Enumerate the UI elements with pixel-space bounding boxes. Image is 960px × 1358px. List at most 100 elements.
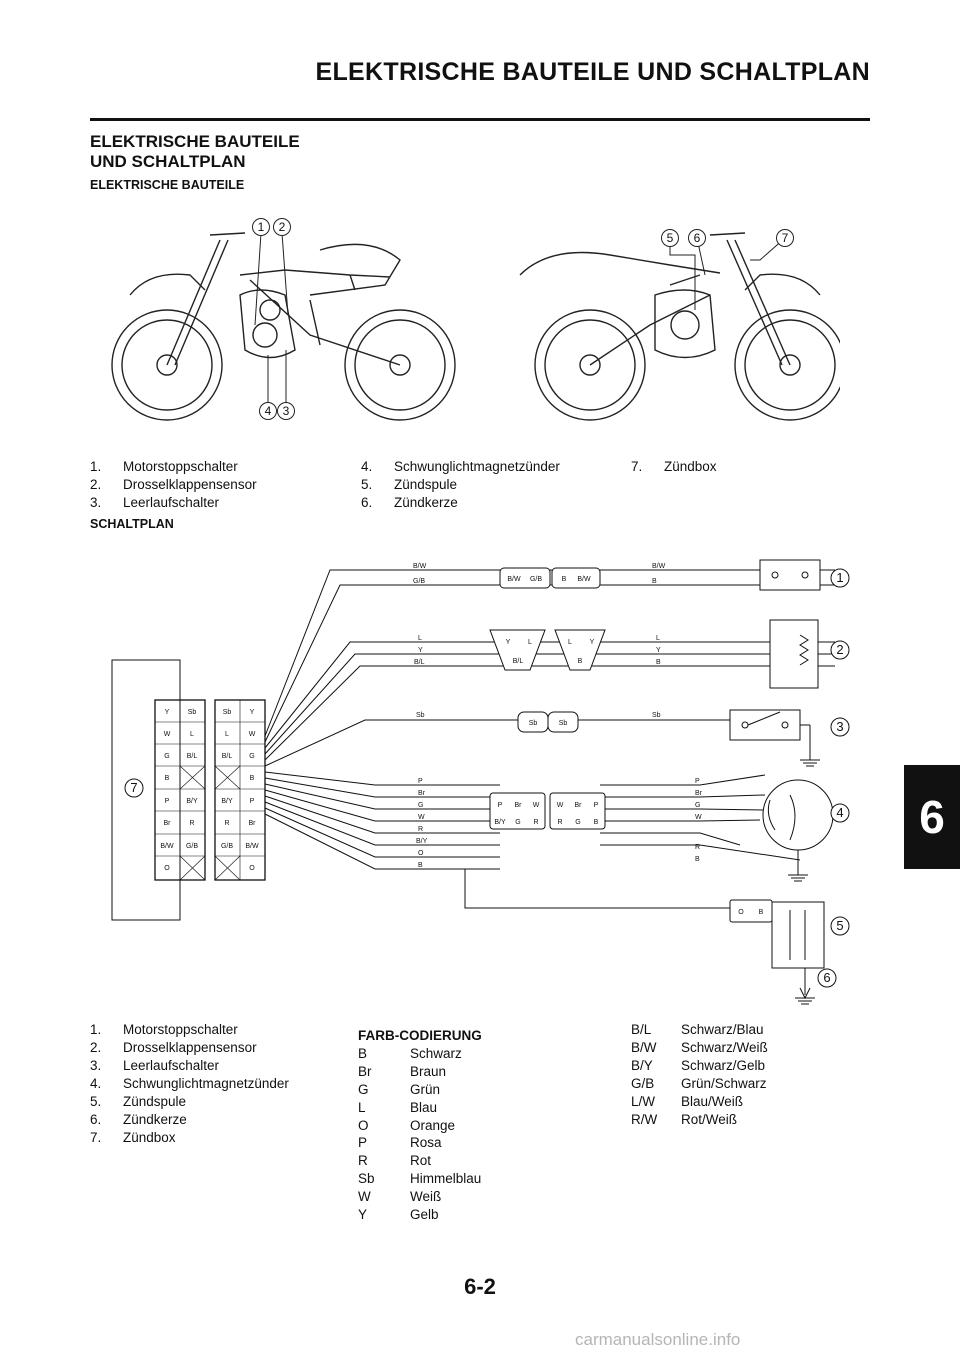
wiring-diagram: 1 2 3 4 5 6 7 B/W G/B B/W B L Y B/L L Y …: [111, 559, 850, 1005]
wire-label: B/W: [652, 563, 666, 570]
cdi-pin: L: [190, 731, 194, 738]
components-list-col-2: 4.Schwunglichtmagnetzünder 5.Zündspule 6…: [361, 458, 560, 512]
diagram-callout-1: 1: [836, 570, 843, 585]
left-motorcycle-drawing: [111, 232, 456, 421]
wire-label: Br: [695, 790, 703, 797]
wire-label: Y: [418, 647, 423, 654]
wire-label: Br: [418, 790, 426, 797]
wire-label: B: [652, 578, 657, 585]
pin-label: Y: [590, 639, 595, 646]
cdi-pin: B/Y: [186, 798, 198, 805]
wire-label: B/L: [414, 659, 425, 666]
cdi-pin: O: [249, 865, 255, 872]
cdi-pin: Br: [164, 820, 172, 827]
bike-callout-4: 4: [265, 404, 272, 418]
pin-label: L: [528, 639, 532, 646]
wire-label: W: [695, 814, 702, 821]
wire-label: P: [695, 778, 700, 785]
motorcycle-illustrations: 1 2 4 3 5 6 7: [111, 218, 840, 421]
list-item: 7.Zündbox: [90, 1130, 176, 1145]
cdi-pin: B/W: [160, 843, 174, 850]
pin-label: B/W: [507, 576, 521, 583]
pin-label: B/W: [577, 576, 591, 583]
wire-label: L: [656, 635, 660, 642]
diagram-callout-3: 3: [836, 719, 843, 734]
cdi-pin: Y: [250, 709, 255, 716]
list-item: 2.Drosselklappensensor: [90, 1040, 257, 1055]
pin-label: W: [557, 802, 564, 809]
pin-label: B: [562, 576, 567, 583]
page-header-title: ELEKTRISCHE BAUTEILE UND SCHALTPLAN: [315, 58, 870, 86]
diagram-callout-2: 2: [836, 642, 843, 657]
cdi-pin: P: [250, 798, 255, 805]
cdi-pin: R: [189, 820, 194, 827]
list-item: 5.Zündspule: [361, 477, 458, 492]
wire-label: B: [695, 856, 700, 863]
list-item: 3.Leerlaufschalter: [90, 495, 220, 510]
cdi-pin: Y: [165, 709, 170, 716]
pin-label: P: [498, 802, 503, 809]
page-number: 6-2: [464, 1274, 496, 1299]
wire-label: Sb: [416, 712, 425, 719]
wire-label: W: [418, 814, 425, 821]
wire-label: B: [656, 659, 661, 666]
diagram-callout-5: 5: [836, 918, 843, 933]
pin-label: B: [578, 658, 583, 665]
cdi-pin: L: [225, 731, 229, 738]
chapter-tab: 6: [904, 765, 960, 869]
cdi-pin: B: [165, 775, 170, 782]
header-rule: [90, 118, 870, 121]
bike-callout-2: 2: [279, 220, 286, 234]
list-item: 4.Schwunglichtmagnetzünder: [90, 1076, 289, 1091]
wire-label: G/B: [413, 578, 425, 585]
list-item: 7.Zündbox: [631, 459, 717, 474]
cdi-pin: Sb: [188, 709, 197, 716]
pin-label: R: [533, 819, 538, 826]
bike-callout-6: 6: [694, 231, 701, 245]
components-list-col-1: 1.Motorstoppschalter 2.Drosselklappensen…: [90, 458, 257, 512]
cdi-pin: B/Y: [221, 798, 233, 805]
list-item: 5.Zündspule: [90, 1094, 187, 1109]
cdi-box-outline: [111, 659, 181, 921]
right-motorcycle-drawing: [519, 232, 840, 421]
wire-label: R: [695, 844, 700, 851]
subtitle-components: ELEKTRISCHE BAUTEILE: [90, 178, 245, 192]
pin-label: G/B: [530, 576, 542, 583]
bike-callout-7: 7: [782, 231, 789, 245]
cdi-pin: W: [249, 731, 256, 738]
pin-label: Sb: [529, 720, 538, 727]
section-title: ELEKTRISCHE BAUTEILE UND SCHALTPLAN: [90, 132, 300, 172]
wire-label: O: [418, 850, 424, 857]
pin-label: Br: [515, 802, 523, 809]
list-item: 2.Drosselklappensensor: [90, 477, 257, 492]
cdi-pin: G/B: [221, 843, 233, 850]
cdi-pin: Sb: [223, 709, 232, 716]
pin-label: P: [594, 802, 599, 809]
wire-label: Y: [656, 647, 661, 654]
bike-callout-1: 1: [258, 220, 265, 234]
diagram-callout-4: 4: [836, 805, 843, 820]
pin-label: B: [594, 819, 599, 826]
pin-label: B/Y: [494, 819, 506, 826]
cdi-pin: O: [164, 865, 170, 872]
list-item: 1.Motorstoppschalter: [90, 459, 238, 474]
cdi-pin: R: [224, 820, 229, 827]
pin-label: G: [515, 819, 520, 826]
cdi-pin: G: [164, 753, 169, 760]
section-title-line1: ELEKTRISCHE BAUTEILE: [90, 132, 300, 151]
cdi-pin: B/L: [187, 753, 198, 760]
wire-label: B/W: [413, 563, 427, 570]
components-list-col-3: 7.Zündbox: [631, 458, 717, 476]
diagram-legend-list: 1.Motorstoppschalter 2.Drosselklappensen…: [90, 1021, 289, 1147]
